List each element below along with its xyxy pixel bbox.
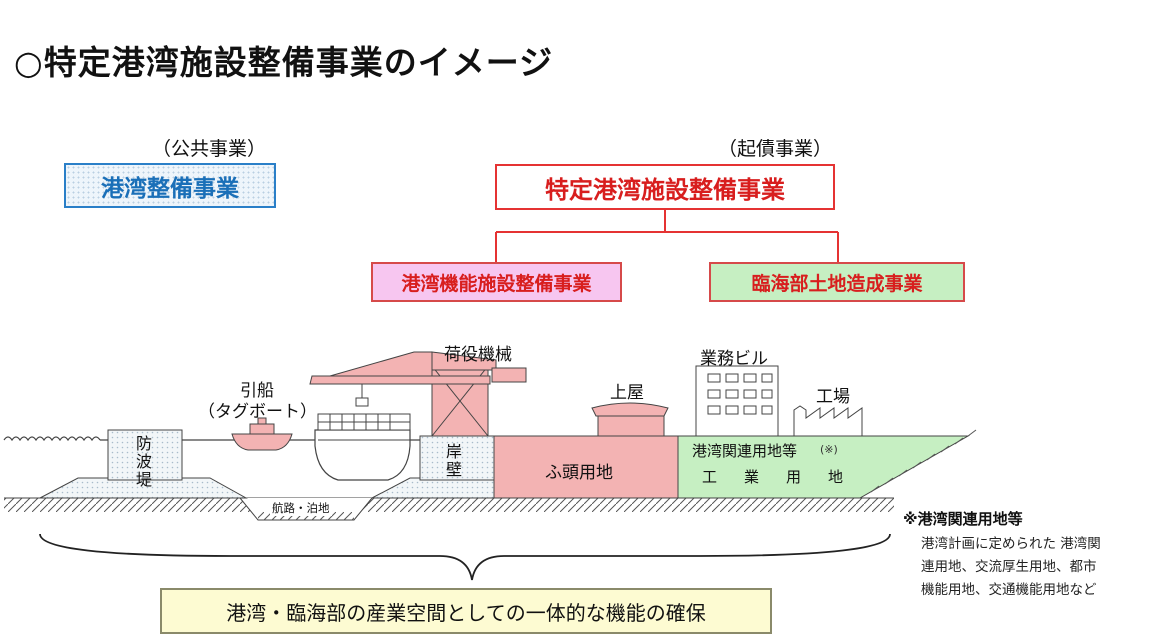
tug-label-sub: （タグボート）	[198, 402, 317, 422]
public-category-label: （公共事業）	[152, 138, 267, 160]
breakwater-label-2: 波	[136, 452, 153, 471]
bond-category-label: （起債事業）	[718, 138, 833, 160]
land-reclamation-project-box: 臨海部土地造成事業	[709, 262, 965, 302]
note-title: ※港湾関連用地等	[903, 510, 1023, 528]
quay-label-2: 壁	[446, 460, 463, 479]
tree-connectors	[495, 210, 839, 262]
quay-label-1: 岸	[446, 442, 463, 461]
industrial-char-4: 地	[828, 468, 844, 486]
factory-icon	[793, 405, 863, 437]
breakwater-label-3: 堤	[136, 470, 153, 489]
channel-label: 航路・泊地	[270, 500, 332, 516]
breakwater-label-1: 防	[136, 434, 153, 453]
bottom-brace	[39, 533, 891, 581]
note-line-1: 港湾計画に定められた 港湾関	[921, 536, 1101, 552]
industrial-char-1: 工	[702, 468, 718, 486]
breakwater-mound	[39, 477, 248, 499]
port-facility-project-box: 港湾機能施設整備事業	[371, 262, 622, 302]
note-line-3: 機能用地、交通機能用地など	[921, 582, 1097, 598]
cargo-ship-icon	[314, 429, 411, 481]
quay-wall	[419, 435, 495, 481]
industrial-char-3: 用	[786, 468, 802, 486]
bottom-summary-box: 港湾・臨海部の産業空間としての一体的な機能の確保	[160, 588, 772, 634]
shed-label: 上屋	[610, 383, 644, 403]
port-land-mark: (※)	[820, 443, 838, 456]
tug-label: 引船	[240, 381, 274, 401]
factory-label: 工場	[816, 387, 850, 407]
port-related-land	[677, 435, 970, 499]
office-label: 業務ビル	[700, 349, 768, 369]
pier-land	[493, 435, 679, 499]
pier-land-label: ふ頭用地	[545, 463, 613, 483]
office-building-icon	[695, 365, 779, 437]
page-title: ○特定港湾施設整備事業のイメージ	[14, 43, 554, 82]
note-line-2: 連用地、交流厚生用地、都市	[921, 559, 1097, 575]
crane-label: 荷役機械	[444, 345, 512, 365]
port-land-label: 港湾関連用地等	[692, 442, 798, 460]
industrial-char-2: 業	[744, 468, 760, 486]
seabed	[4, 498, 894, 512]
tugboat-icon	[231, 433, 293, 451]
breakwater	[107, 429, 183, 481]
shed-icon	[591, 402, 669, 437]
public-project-box: 港湾整備事業	[64, 163, 276, 208]
crane-icon	[309, 351, 527, 437]
bond-project-box: 特定港湾施設整備事業	[495, 164, 835, 210]
